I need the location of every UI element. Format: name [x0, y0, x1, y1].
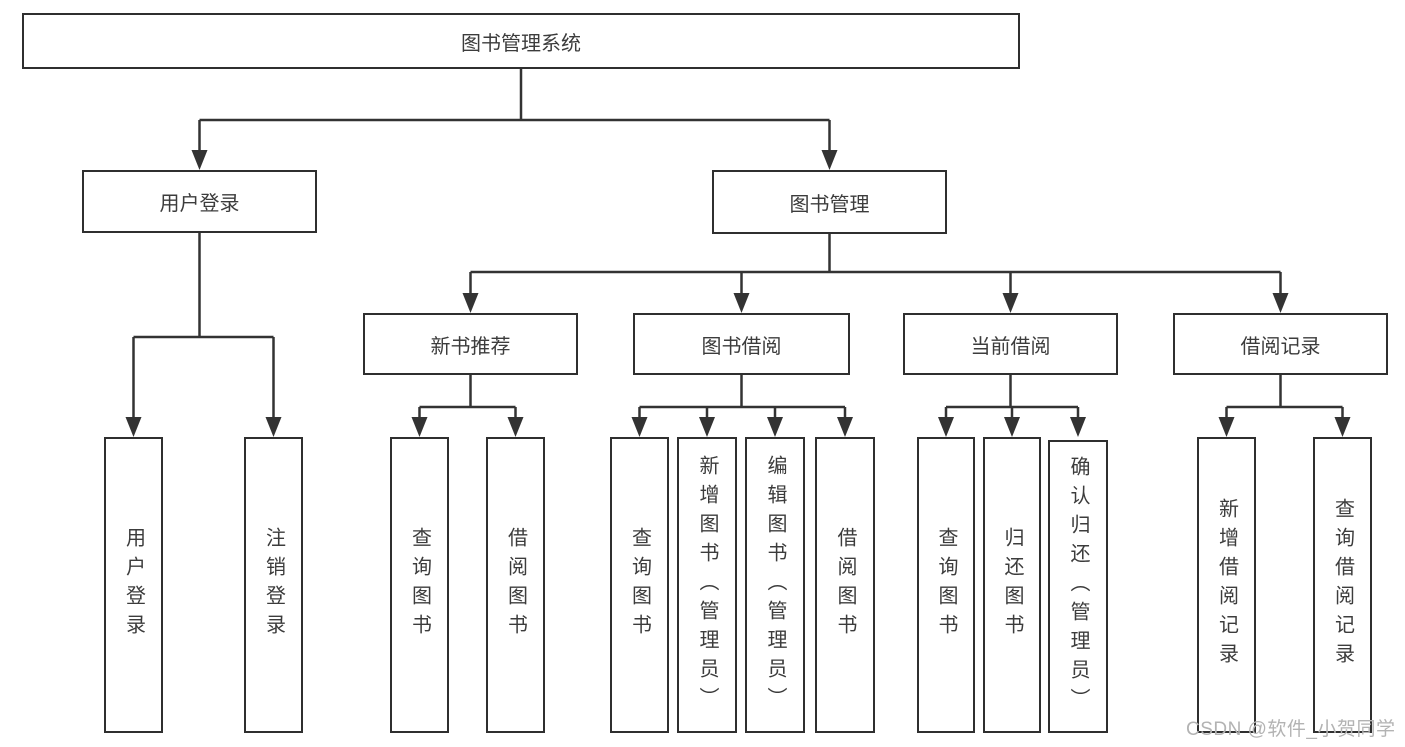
leaf-borrow-books-recommend: 借阅图书: [486, 437, 545, 733]
leaf-edit-book-admin: 编辑图书（管理员）: [745, 437, 805, 733]
leaf-label: 借阅图书: [834, 527, 856, 643]
leaf-query-books-borrowing: 查询图书: [610, 437, 669, 733]
leaf-add-book-admin: 新增图书（管理员）: [677, 437, 737, 733]
leaf-label: 借阅图书: [504, 527, 527, 643]
leaf-label: 用户登录: [122, 527, 145, 643]
node-current-borrowing: 当前借阅: [903, 313, 1118, 375]
leaf-user-login: 用户登录: [104, 437, 163, 733]
leaf-label: 归还图书: [1001, 527, 1023, 643]
leaf-confirm-return-admin: 确认归还（管理员）: [1048, 440, 1108, 733]
leaf-logout: 注销登录: [244, 437, 303, 733]
leaf-label: 确认归还（管理员）: [1067, 456, 1089, 717]
node-borrowing-records: 借阅记录: [1173, 313, 1388, 375]
arrowheads: [125, 150, 1351, 437]
leaf-add-borrow-record: 新增借阅记录: [1197, 437, 1256, 733]
csdn-watermark: CSDN @软件_小贺同学: [1186, 719, 1396, 740]
leaf-borrow-books-borrowing: 借阅图书: [815, 437, 875, 733]
leaf-label: 查询图书: [408, 527, 431, 643]
node-new-book-recommendation: 新书推荐: [363, 313, 578, 375]
node-user-login: 用户登录: [82, 170, 317, 233]
leaf-label: 注销登录: [262, 527, 285, 643]
node-library-management-system: 图书管理系统: [22, 13, 1020, 69]
leaf-query-books-recommend: 查询图书: [390, 437, 449, 733]
node-book-borrowing: 图书借阅: [633, 313, 850, 375]
leaf-label: 查询借阅记录: [1331, 498, 1354, 672]
leaf-query-books-current: 查询图书: [917, 437, 975, 733]
leaf-query-borrow-record: 查询借阅记录: [1313, 437, 1372, 733]
node-book-management: 图书管理: [712, 170, 947, 234]
leaf-label: 编辑图书（管理员）: [764, 454, 786, 716]
leaf-label: 查询图书: [628, 527, 651, 643]
leaf-label: 新增图书（管理员）: [696, 454, 718, 716]
leaf-return-book: 归还图书: [983, 437, 1041, 733]
leaf-label: 新增借阅记录: [1215, 498, 1238, 672]
leaf-label: 查询图书: [935, 527, 957, 643]
